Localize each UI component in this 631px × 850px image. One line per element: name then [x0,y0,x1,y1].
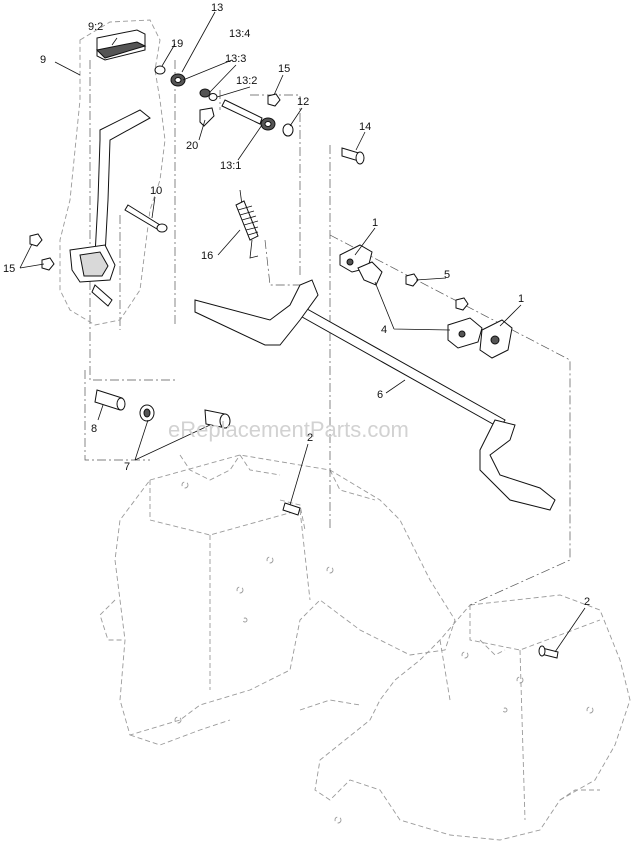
chassis-left-ghost [99,454,456,746]
pedal-arm-part[interactable] [69,109,151,307]
spring-bushing-13-4-part[interactable] [170,73,186,87]
sleeve-8-part[interactable] [94,389,126,411]
washer-12-part[interactable] [282,123,294,137]
callout-1-left: 1 [372,217,378,229]
clevis-pin-14-part[interactable] [341,147,365,165]
callout-9: 9 [40,54,46,66]
linkage-1-right-part[interactable] [479,319,513,359]
callout-8: 8 [91,423,97,435]
callout-5: 5 [444,269,450,281]
callout-15-left: 15 [3,263,15,275]
nut-5-part[interactable] [405,273,469,311]
pin-2-part[interactable] [282,502,559,659]
callout-1-right: 1 [518,293,524,305]
bracket-20-part[interactable] [199,107,215,127]
watermark-text: eReplacementParts.com [168,417,409,442]
callout-19: 19 [171,38,183,50]
nut-15-top-part[interactable] [267,93,281,107]
callout-10: 10 [150,185,162,197]
bolt-10-part[interactable] [124,204,168,233]
alignment-lines [84,60,571,606]
bushing-7-part[interactable] [139,404,231,429]
pedal-group-outline [59,19,166,326]
callout-9-2: 9:2 [88,21,103,33]
callout-20: 20 [186,140,198,152]
callout-13-4: 13:4 [229,28,250,40]
spring-16-part[interactable] [235,189,259,259]
callout-13-3: 13:3 [225,53,246,65]
callout-12: 12 [297,96,309,108]
washer-13-3-part[interactable] [199,88,218,101]
callout-4: 4 [381,324,387,336]
callout-15-top: 15 [278,63,290,75]
callout-2-lower: 2 [584,596,590,608]
callout-labels: 9:2 13 19 13:4 9 13:3 15 13:2 12 20 14 1… [3,2,590,608]
bushing-19-part[interactable] [154,65,166,75]
bracket-4-part[interactable] [357,261,483,349]
bolt-13-2-part[interactable] [221,99,263,125]
callout-7: 7 [124,461,130,473]
callout-2-upper: 2 [307,432,313,444]
nut-15-left-part[interactable] [29,233,55,271]
callout-6: 6 [377,389,383,401]
callout-13-1: 13:1 [220,160,241,172]
chassis-right-ghost [299,594,631,841]
spacer-13-1-part[interactable] [260,117,276,131]
leader-lines [19,11,586,653]
pedal-pad-part[interactable] [95,29,147,61]
cross-shaft-6-part[interactable] [194,279,556,511]
callout-13-2: 13:2 [236,75,257,87]
callout-14: 14 [359,121,371,133]
callout-16: 16 [201,250,213,262]
callout-13: 13 [211,2,223,14]
